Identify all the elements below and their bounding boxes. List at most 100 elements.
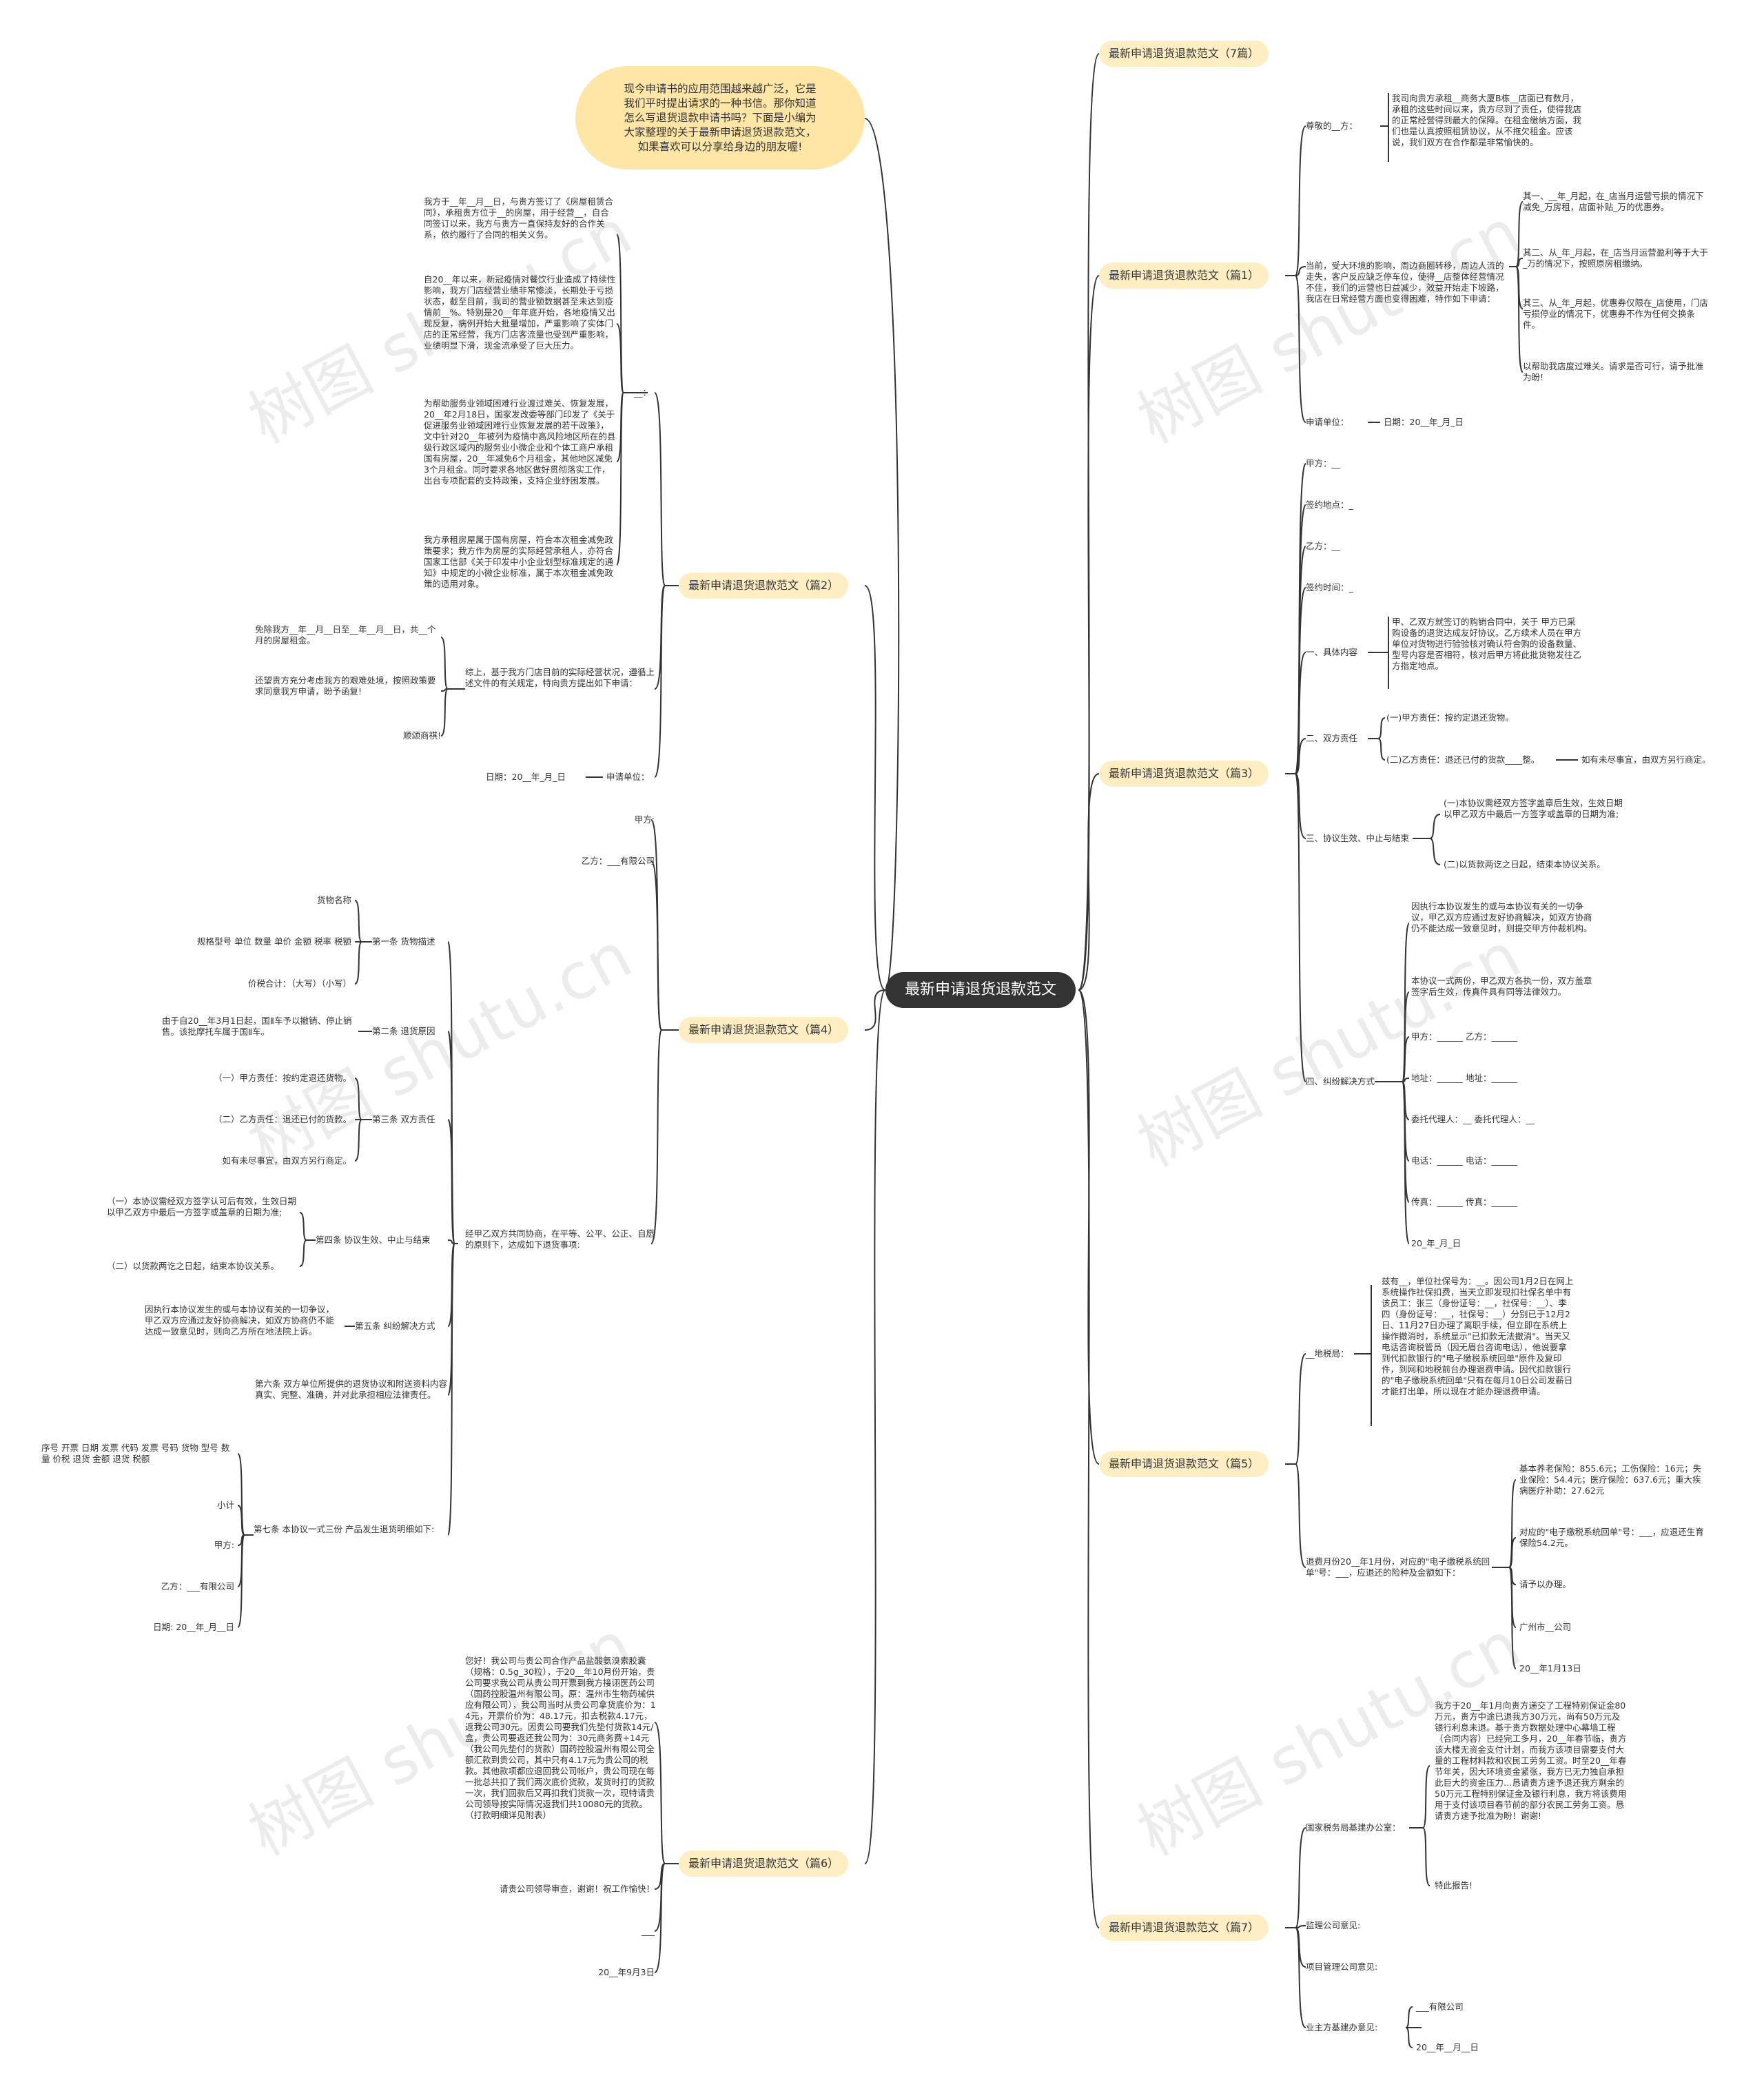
p3-party-b[interactable]: 乙方：__ [1306, 541, 1341, 551]
p2-summary[interactable]: 综上，基于我方门店目前的实际经营状况，遵循上述文件的有关规定，特向贵方提出如下申… [465, 667, 655, 688]
p4-dispute[interactable]: 因执行本协议发生的或与本协议有关的一切争议，甲乙双方应通过友好协商解决，如双方协… [145, 1304, 335, 1337]
p1-item[interactable]: 其三、从_年_月起，优惠券仅限在_店使用，门店亏损停业的情况下，优惠券不作为任何… [1523, 298, 1708, 330]
p2-paragraph[interactable]: 我方承租房屋属于国有房屋，符合本次租金减免政策要求；我方作为房屋的实际经营承租人… [424, 535, 614, 589]
p4-goods-name[interactable]: 货物名称 [316, 895, 351, 905]
p1-item[interactable]: 以帮助我店度过难关。请求是否可行，请予批准为盼! [1523, 361, 1704, 382]
p7-owner-opinion[interactable]: 业主方基建办意见: [1306, 2022, 1378, 2032]
edge-root-b4 [864, 989, 886, 1031]
p7-supervisor-opinion[interactable]: 监理公司意见: [1306, 1920, 1361, 1930]
p6-request[interactable]: 请贵公司领导审查，谢谢！祝工作愉快！ [499, 1884, 655, 1894]
p2-applicant[interactable]: 申请单位： [606, 772, 650, 782]
branch-p7[interactable]: 最新申请退货退款范文（篇7） [1099, 1915, 1269, 1941]
branch-p6[interactable]: 最新申请退货退款范文（篇6） [679, 1851, 849, 1877]
p3-effect-2[interactable]: (二)以货款两讫之日起，结束本协议关系。 [1444, 859, 1606, 869]
p1-applicant[interactable]: 申请单位： [1306, 417, 1349, 427]
p4-date[interactable]: 日期: 20__年_月__日 [153, 1622, 234, 1632]
intro-node[interactable]: 现今申请书的应用范围越来越广泛，它是我们平时提出请求的一种书信。那你知道怎么写退… [575, 66, 865, 169]
p5-company[interactable]: 广州市__公司 [1519, 1622, 1572, 1632]
p1-date[interactable]: 日期：20__年_月_日 [1384, 417, 1464, 427]
p1-situation[interactable]: 当前，受大环境的影响，周边商圈转移，周边人流的走失，客户反应缺乏停车位，使得__… [1306, 260, 1504, 304]
p3-effect-1[interactable]: (一)本协议需经双方签字盖章后生效，生效日期以甲乙双方中最后一方签字或盖章的日期… [1444, 798, 1623, 819]
branch-p1[interactable]: 最新申请退货退款范文（篇1） [1099, 262, 1269, 289]
p4-article-7[interactable]: 第七条 本协议一式三份 产品发生退货明细如下: [254, 1524, 435, 1534]
p3-sign-row[interactable]: 委托代理人：__ 委托代理人：__ [1411, 1114, 1535, 1124]
p5-insurance[interactable]: 基本养老保险：855.6元；工伤保险：16元；失业保险：54.4元；医疗保险：6… [1519, 1463, 1702, 1496]
p4-sign-a[interactable]: 甲方: [214, 1540, 234, 1550]
p3-duty-b[interactable]: (二)乙方责任：退还已付的货款____整。 [1386, 754, 1540, 765]
p7-text[interactable]: 我方于20__年1月向贵方递交了工程特别保证金80万元，贵方中途已退我方30万元… [1435, 1700, 1627, 1821]
p3-sign-row[interactable]: 地址：______ 地址：______ [1411, 1073, 1517, 1083]
p3-dispute-1[interactable]: 因执行本协议发生的或与本协议有关的一切争议，甲乙双方应通过友好协商解决，如双方协… [1411, 901, 1592, 934]
p2-request[interactable]: 还望贵方充分考虑我方的艰难处境，按照政策要求同意我方申请，盼予函复! [255, 675, 436, 697]
p2-closing[interactable]: 顺颂商祺! [402, 730, 441, 741]
p2-request[interactable]: 免除我方__年__月__日至__年__月__日，共__个月的房屋租金。 [255, 624, 436, 646]
p7-company[interactable]: ___有限公司 [1416, 2001, 1464, 2012]
p3-duty-a[interactable]: (一)甲方责任：按约定退还货物。 [1386, 712, 1514, 723]
branch-p5[interactable]: 最新申请退货退款范文（篇5） [1099, 1451, 1269, 1477]
p5-date[interactable]: 20__年1月13日 [1519, 1663, 1581, 1673]
p3-sign-row[interactable]: 传真：______ 传真：______ [1411, 1197, 1517, 1207]
p4-article-4[interactable]: 第四条 协议生效、中止与结束 [316, 1235, 431, 1245]
p6-signature[interactable]: ___ [642, 1926, 655, 1936]
branch-p4[interactable]: 最新申请退货退款范文（篇4） [679, 1017, 849, 1043]
p4-duty-a[interactable]: （一）甲方责任：按约定退还货物。 [213, 1073, 351, 1083]
p3-sign-row[interactable]: 电话：______ 电话：______ [1411, 1155, 1517, 1166]
p3-sign-row[interactable]: 甲方：______ 乙方：______ [1411, 1031, 1517, 1042]
edge-root-b6 [864, 989, 886, 1864]
p4-article-3[interactable]: 第三条 双方责任 [372, 1114, 435, 1124]
p1-item[interactable]: 其二、从_年_月起，在_店当月运营盈利等于大于_万的情况下，按照原房租缴纳。 [1523, 247, 1708, 269]
p4-duty-b[interactable]: （二）乙方责任：退还已付的货款。 [213, 1114, 351, 1124]
p4-effect-2[interactable]: （二）以货款两讫之日起，结束本协议关系。 [107, 1261, 280, 1271]
p4-duty-note[interactable]: 如有未尽事宜，由双方另行商定。 [222, 1155, 351, 1166]
p4-article-1[interactable]: 第一条 货物描述 [372, 936, 435, 947]
p2-date[interactable]: 日期：20__年_月_日 [486, 772, 566, 782]
p4-party-a[interactable]: 甲方: [634, 814, 655, 825]
p3-sign-time[interactable]: 签约时间：_ [1306, 582, 1353, 593]
p3-sign-place[interactable]: 签约地点：_ [1306, 499, 1353, 510]
branch-p2[interactable]: 最新申请退货退款范文（篇2） [679, 573, 849, 599]
p3-duty-note[interactable]: 如有未尽事宜，由双方另行商定。 [1581, 754, 1711, 765]
p4-article-2[interactable]: 第二条 退货原因 [372, 1026, 435, 1036]
p4-goods-columns[interactable]: 规格型号 单位 数量 单价 金额 税率 税额 [197, 936, 351, 947]
p6-date[interactable]: 20__年9月3日 [598, 1967, 655, 1977]
root-node[interactable]: 最新申请退货退款范文 [885, 972, 1076, 1008]
p3-dispute[interactable]: 四、纠纷解决方式 [1306, 1076, 1375, 1086]
p4-subtotal[interactable]: 小计 [216, 1500, 234, 1510]
p2-paragraph[interactable]: 我方于__年__月__日，与贵方签订了《房屋租赁合同》，承租贵方位于__的房屋，… [424, 196, 614, 240]
edge-root-b3 [1078, 773, 1100, 991]
p3-content[interactable]: 一、具体内容 [1306, 647, 1358, 657]
p1-salutation[interactable]: 尊敬的__方： [1306, 121, 1358, 131]
p6-text[interactable]: 您好！我公司与贵公司合作产品盐酸氨溴索胶囊（规格：0.5g_30粒），于20__… [465, 1656, 656, 1820]
p4-reason[interactable]: 由于自20__年3月1日起，国Ⅱ车予以撤销、停止销售。该批摩托车属于国Ⅱ车。 [162, 1016, 352, 1037]
branch-overview[interactable]: 最新申请退货退款范文（7篇） [1099, 41, 1269, 67]
p1-item[interactable]: 其一、__年_月起，在_店当月运营亏损的情况下减免_万房租，店面补贴_万的优惠券… [1523, 191, 1704, 212]
p4-party-b[interactable]: 乙方：___有限公司 [581, 856, 655, 866]
p4-detail-columns[interactable]: 序号 开票 日期 发票 代码 发票 号码 货物 型号 数 量 价税 退货 金额 … [41, 1443, 233, 1464]
p2-addressee[interactable]: __： [634, 387, 652, 398]
p4-article-5[interactable]: 第五条 纠纷解决方式 [355, 1321, 435, 1331]
p7-pm-opinion[interactable]: 项目管理公司意见: [1306, 1961, 1378, 1972]
p7-report[interactable]: 特此报告! [1435, 1880, 1473, 1891]
p4-sign-b[interactable]: 乙方：___有限公司 [161, 1581, 234, 1592]
p5-receipt[interactable]: 对应的"电子缴税系统回单"号：___，应退还生育保险54.2元。 [1519, 1527, 1704, 1548]
p3-effect[interactable]: 三、协议生效、中止与结束 [1306, 833, 1410, 843]
p3-date[interactable]: 20_年_月_日 [1411, 1238, 1462, 1248]
p5-addressee[interactable]: __地税局： [1306, 1348, 1349, 1359]
p7-addressee[interactable]: 国家税务局基建办公室： [1306, 1822, 1401, 1833]
p1-text[interactable]: 我司向贵方承租__商务大厦B栋__店面已有数月，承租的这些时间以来，贵方尽到了责… [1392, 93, 1582, 147]
p5-request[interactable]: 请予以办理。 [1519, 1579, 1572, 1589]
p4-goods-total[interactable]: 价税合计：（大写）（小写） [247, 978, 351, 989]
branch-p3[interactable]: 最新申请退货退款范文（篇3） [1099, 761, 1269, 787]
p4-article-6[interactable]: 第六条 双方单位所提供的退货协议和附送资料内容真实、完整、准确，并对此承担相应法… [255, 1379, 447, 1400]
p5-refund[interactable]: 退费月份20__年1月份，对应的"电子缴税系统回单"号：___，应退还的险种及金… [1306, 1556, 1490, 1578]
p2-paragraph[interactable]: 为帮助服务业领域困难行业渡过难关、恢复发展，20__年2月18日，国家发改委等部… [424, 398, 616, 486]
p7-date[interactable]: 20__年__月__日 [1416, 2042, 1479, 2052]
p3-content-text[interactable]: 甲、乙双方就签订的购销合同中，关于 甲方已采购设备的退货达成友好协议。乙方续术人… [1392, 617, 1582, 671]
p4-preamble[interactable]: 经甲乙双方共同协商，在平等、公平、公正、自愿的原则下，达成如下退货事项: [465, 1228, 655, 1250]
p3-duties[interactable]: 二、双方责任 [1306, 733, 1358, 743]
p3-dispute-2[interactable]: 本协议一式两份，甲乙双方各执一份，双方盖章签字后生效，传真件具有同等法律效力。 [1411, 976, 1592, 997]
p5-text[interactable]: 兹有__，单位社保号为：__。因公司1月2日在网上系统操作社保扣费，当天立即发现… [1382, 1276, 1574, 1397]
p3-party-a[interactable]: 甲方：__ [1306, 458, 1341, 468]
p4-effect-1[interactable]: （一）本协议需经双方签字认可后有效，生效日期以甲乙双方中最后一方签字或盖章的日期… [107, 1196, 297, 1217]
p2-paragraph[interactable]: 自20__年以来，新冠疫情对餐饮行业造成了持续性影响，我方门店经营业绩非常惨淡，… [424, 274, 616, 351]
